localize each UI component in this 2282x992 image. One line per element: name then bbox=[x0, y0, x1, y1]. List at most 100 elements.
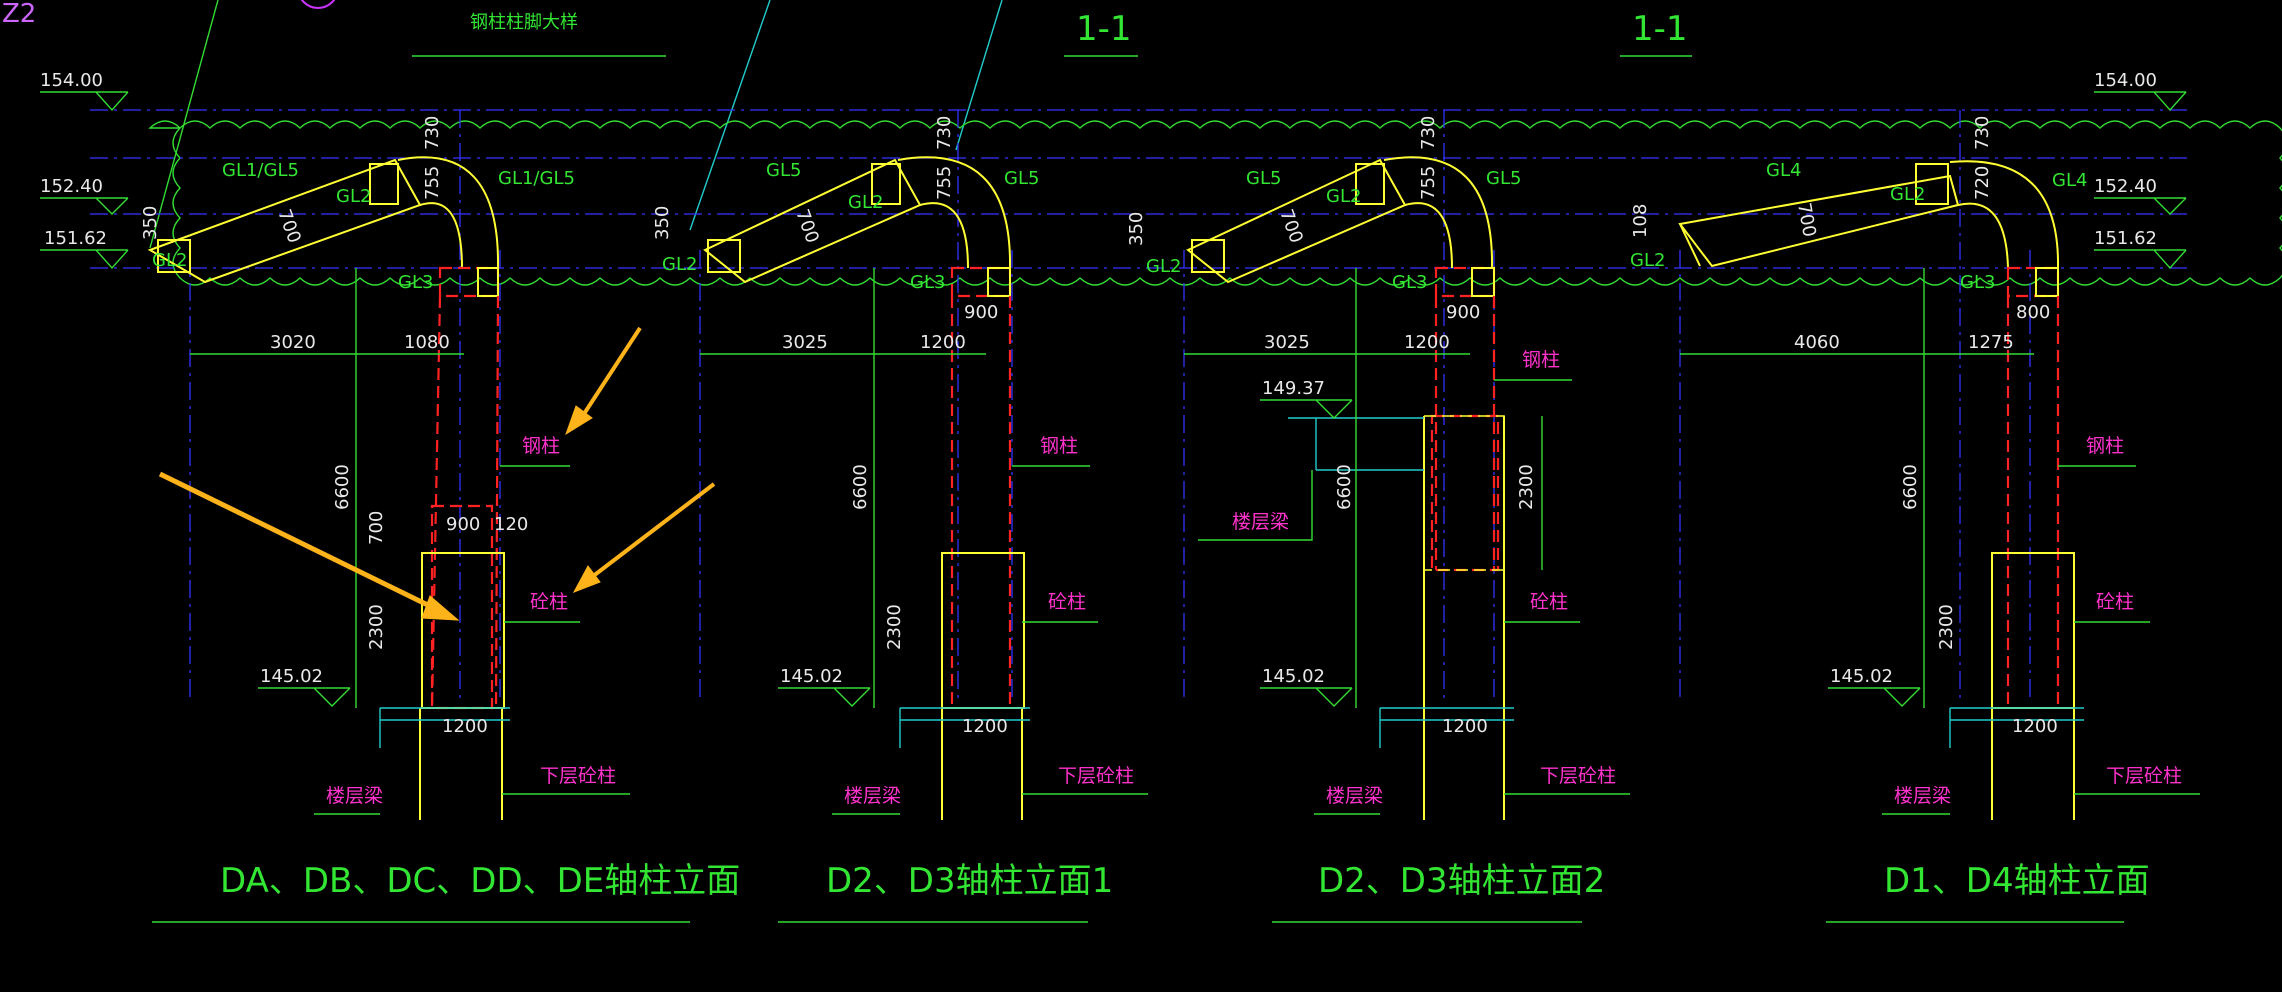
p2-dim-base: 1200 bbox=[962, 716, 1008, 737]
p1-ground: 145.02 bbox=[260, 666, 323, 687]
p1-ground-mark bbox=[258, 687, 351, 707]
p1-steel-column bbox=[430, 295, 500, 709]
p3-dim-v-low: 2300 bbox=[1516, 464, 1537, 510]
corner-circle bbox=[300, 0, 336, 9]
section-right: 1-1 bbox=[1632, 9, 1688, 49]
arrow-steel-head bbox=[565, 405, 593, 436]
p1-knee-inner bbox=[419, 202, 463, 269]
p1-dim-h-left: 3020 bbox=[270, 332, 316, 353]
elev-left-151-mark bbox=[40, 249, 129, 270]
p4-concrete-label: 砼柱 bbox=[2096, 591, 2134, 613]
p4-knee-curve bbox=[1949, 160, 2060, 269]
panel-4: 4060 1275 6600 2300 730 720 700 108 800 … bbox=[1630, 110, 2200, 923]
p3-floor-label: 楼层梁 bbox=[1326, 785, 1383, 807]
p3-gl2-top: GL2 bbox=[1326, 186, 1361, 207]
revision-cloud bbox=[148, 120, 2282, 286]
p1-dim-top: 730 bbox=[422, 116, 443, 150]
panel-3: 149.37 楼层梁 3025 1200 6600 2300 730 755 7… bbox=[1126, 110, 1630, 923]
p3-floor-leader-upper bbox=[1198, 470, 1313, 541]
p2-gl2-left: GL2 bbox=[662, 254, 697, 275]
p1-lower-column bbox=[419, 708, 503, 820]
p1-dim-h-right: 1080 bbox=[404, 332, 450, 353]
p1-dim-v-low: 2300 bbox=[366, 604, 387, 650]
p3-extra-elev-mark bbox=[1260, 399, 1353, 419]
p3-dim-h-right: 1200 bbox=[1404, 332, 1450, 353]
arrow-concrete-line bbox=[586, 482, 716, 582]
p3-gl3-small bbox=[1471, 267, 1495, 297]
p4-floor-beam bbox=[1949, 707, 2084, 748]
annotation-arrows bbox=[158, 326, 716, 621]
p2-dim-top: 730 bbox=[934, 116, 955, 150]
p2-beam-end-box bbox=[707, 239, 741, 273]
p4-beam-end bbox=[1679, 223, 1701, 267]
p4-floor-label: 楼层梁 bbox=[1894, 785, 1951, 807]
p3-extra-elev: 149.37 bbox=[1262, 378, 1325, 399]
p4-gl3-small bbox=[2035, 267, 2059, 297]
arrow-junction-head bbox=[421, 595, 460, 621]
p1-knee-curve bbox=[397, 156, 500, 269]
elev-right-154: 154.00 bbox=[2094, 70, 2157, 91]
p3-lower-column bbox=[1423, 708, 1505, 820]
p4-concrete-column bbox=[1991, 552, 2075, 709]
p3-dim-col: 900 bbox=[1446, 302, 1480, 323]
p4-gl2-left: GL2 bbox=[1630, 250, 1665, 271]
p2-title: D2、D3轴柱立面1 bbox=[826, 861, 1113, 901]
p2-knee-curve bbox=[897, 156, 1012, 269]
p3-knee-curve bbox=[1383, 156, 1494, 269]
p2-gl3-small bbox=[987, 267, 1011, 297]
p4-dim-base: 1200 bbox=[2012, 716, 2058, 737]
p2-dim-h-left: 3025 bbox=[782, 332, 828, 353]
p1-gl3-box bbox=[438, 266, 500, 298]
p1-gl2-left: GL2 bbox=[152, 250, 187, 271]
p3-beam-top-box bbox=[1355, 163, 1385, 205]
p2-dim-v-total: 6600 bbox=[850, 464, 871, 510]
p4-steel-column bbox=[2006, 296, 2060, 708]
p3-dim-diag: 755 bbox=[1418, 166, 1439, 200]
p3-steel-box bbox=[1430, 414, 1500, 572]
p1-beam-right: GL1/GL5 bbox=[498, 168, 575, 189]
p4-steel-label: 钢柱 bbox=[2086, 435, 2124, 457]
p1-dim-col: 900 bbox=[446, 514, 480, 535]
p2-knee-inner bbox=[919, 202, 969, 269]
p3-concrete-column bbox=[1423, 416, 1505, 708]
p1-dim-off: 120 bbox=[494, 514, 528, 535]
p2-concrete-label: 砼柱 bbox=[1048, 591, 1086, 613]
p3-ground-mark bbox=[1260, 687, 1353, 707]
p3-ground: 145.02 bbox=[1262, 666, 1325, 687]
p4-dim-top: 730 bbox=[1972, 116, 1993, 150]
p3-dim-top: 730 bbox=[1418, 116, 1439, 150]
p4-gl2-top: GL2 bbox=[1890, 184, 1925, 205]
elev-right-152-mark bbox=[2094, 197, 2187, 215]
p4-dim-v-low: 2300 bbox=[1936, 604, 1957, 650]
p4-lower-column bbox=[1991, 708, 2075, 820]
p4-title: D1、D4轴柱立面 bbox=[1884, 861, 2150, 901]
p3-concrete-label: 砼柱 bbox=[1530, 591, 1568, 613]
p3-floor-beam bbox=[1379, 707, 1514, 748]
p2-dim-beam: 700 bbox=[791, 207, 822, 246]
leader-mid bbox=[955, 0, 1003, 151]
elev-left-154-mark bbox=[40, 91, 129, 112]
p1-dim-v-mid: 700 bbox=[366, 511, 387, 545]
p1-beam-top-box bbox=[369, 163, 399, 205]
elev-left-151: 151.62 bbox=[44, 228, 107, 249]
corner-label: Z2 bbox=[2, 0, 36, 29]
p1-dim-diag: 755 bbox=[422, 166, 443, 200]
p1-gl2-top: GL2 bbox=[336, 186, 371, 207]
p1-lower-label: 下层砼柱 bbox=[540, 765, 616, 787]
p3-gl2-left: GL2 bbox=[1146, 256, 1181, 277]
p4-dim-diag: 720 bbox=[1972, 166, 1993, 200]
p4-dim-v-total: 6600 bbox=[1900, 464, 1921, 510]
p2-steel-column bbox=[950, 296, 1012, 708]
p4-dim-h-left: 4060 bbox=[1794, 332, 1840, 353]
p3-dim-beam: 700 bbox=[1275, 207, 1306, 246]
p2-beam-left: GL5 bbox=[766, 160, 801, 181]
p1-dim-beam: 700 bbox=[273, 207, 304, 246]
p2-floor-beam bbox=[899, 707, 1030, 748]
p1-steel-label: 钢柱 bbox=[522, 435, 560, 457]
p4-dim-h-right: 1275 bbox=[1968, 332, 2014, 353]
p2-beam-top-box bbox=[871, 163, 901, 205]
arrow-concrete-head bbox=[572, 565, 601, 593]
p3-beam-end-box bbox=[1191, 239, 1225, 273]
p1-dim-v-total: 6600 bbox=[332, 464, 353, 510]
